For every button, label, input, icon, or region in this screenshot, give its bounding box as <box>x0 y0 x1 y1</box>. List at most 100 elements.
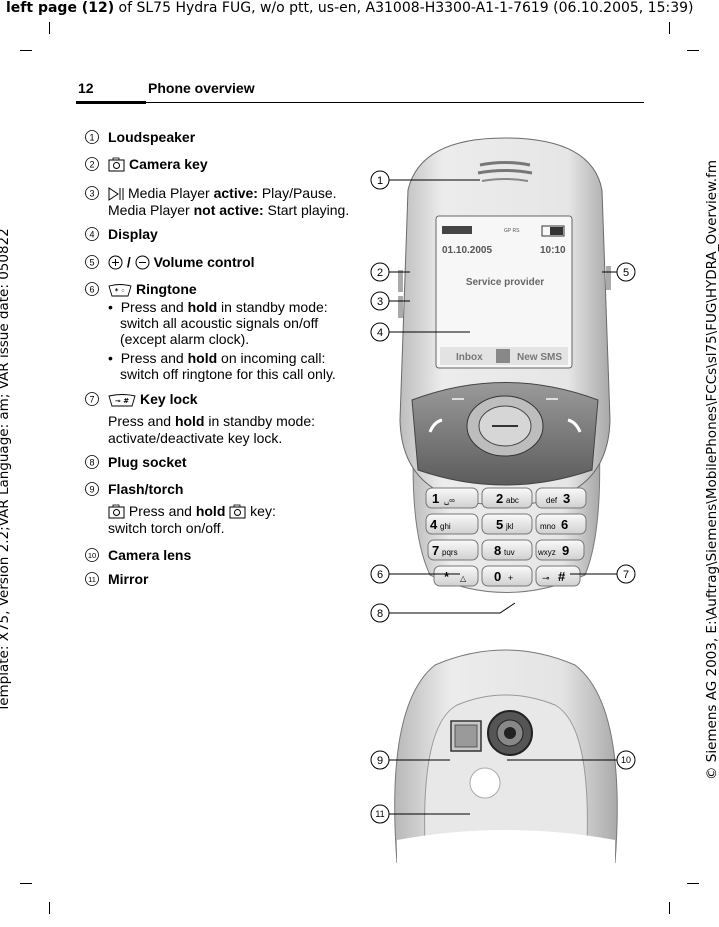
item-text-line2: Media Player not active: Start playing. <box>108 202 349 218</box>
circled-number: 2 <box>84 156 100 172</box>
svg-text:⊸: ⊸ <box>542 573 550 583</box>
crop-mark <box>20 883 32 884</box>
svg-text:wxyz: wxyz <box>537 548 556 557</box>
svg-text:5: 5 <box>623 267 629 279</box>
circled-number: 1 <box>84 129 100 145</box>
bullet-incoming-call: • Press and hold on incoming call: <box>108 350 326 366</box>
svg-text:9: 9 <box>377 755 383 767</box>
svg-text:abc: abc <box>506 496 519 505</box>
circled-number: 11 <box>84 571 100 587</box>
keypad: 1 ␣∞ 2 abc def 3 4 ghi 5 jkl mno 6 7 pqr… <box>425 487 587 587</box>
circled-number: 3 <box>84 185 100 201</box>
svg-text:4: 4 <box>430 517 438 532</box>
item-text-line: activate/deactivate key lock. <box>108 430 283 446</box>
svg-text:11: 11 <box>375 809 384 819</box>
item-text-part: key: <box>246 503 276 519</box>
camera-icon <box>108 157 125 176</box>
svg-text:⊸ #: ⊸ # <box>115 397 129 405</box>
item-text-part: Media Player <box>128 185 214 201</box>
item-text: Media Player active: Play/Pause. <box>108 185 337 205</box>
item-text-part: Play/Pause. <box>257 185 337 201</box>
item-text-bold: hold <box>187 350 218 366</box>
item-label: Display <box>108 226 158 242</box>
svg-text:7: 7 <box>432 543 439 558</box>
svg-text:10: 10 <box>621 755 631 765</box>
page-title: Phone overview <box>148 80 255 96</box>
svg-text:1: 1 <box>89 133 94 143</box>
softkey-left-label: Inbox <box>456 352 483 363</box>
svg-text:6: 6 <box>561 517 568 532</box>
crop-mark <box>49 22 50 34</box>
item-label: Key lock <box>140 391 198 407</box>
item-label: Volume control <box>153 254 255 270</box>
item-text-part: / <box>123 254 135 270</box>
header-rule <box>76 102 644 103</box>
svg-text:3: 3 <box>563 491 570 506</box>
svg-text:△: △ <box>460 574 467 583</box>
camera-icon <box>108 504 125 522</box>
svg-text:pqrs: pqrs <box>442 548 458 557</box>
item-text-line: (except alarm clock). <box>120 331 250 347</box>
item-text-part: Press and <box>120 350 188 366</box>
page-number: 12 <box>78 80 94 96</box>
svg-text:8: 8 <box>377 608 383 620</box>
svg-text:3: 3 <box>377 296 383 308</box>
svg-text:1: 1 <box>377 175 383 187</box>
camera-icon <box>229 504 246 522</box>
item-text-part: Press and <box>108 413 175 429</box>
item-label: Camera lens <box>108 547 192 563</box>
volume-up-icon <box>108 255 123 274</box>
callout-10 <box>616 750 636 770</box>
crop-mark <box>687 883 699 884</box>
camera-side-key <box>398 270 403 292</box>
svg-text:11: 11 <box>88 575 96 584</box>
item-label: Plug socket <box>108 454 187 470</box>
item-text-bold: hold <box>174 413 205 429</box>
svg-text:5: 5 <box>496 517 503 532</box>
item-text: / Volume control <box>108 254 255 274</box>
print-header-line: left page (12) of SL75 Hydra FUG, w/o pt… <box>6 0 694 16</box>
svg-text:4: 4 <box>377 327 383 339</box>
svg-text:8: 8 <box>89 458 94 468</box>
svg-text:2: 2 <box>377 267 383 279</box>
volume-side-key <box>606 266 611 290</box>
svg-text:mno: mno <box>540 522 556 531</box>
callout-4 <box>370 322 390 342</box>
svg-text:7: 7 <box>623 569 629 581</box>
key-lock-icon: ⊸ # <box>108 393 136 411</box>
svg-text:5: 5 <box>89 258 94 268</box>
softkey-right-label: New SMS <box>517 352 562 363</box>
svg-text:jkl: jkl <box>505 522 514 531</box>
svg-text:2: 2 <box>89 160 94 170</box>
media-side-key <box>398 296 403 318</box>
status-date: 01.10.2005 <box>442 245 492 256</box>
battery-level <box>550 227 563 235</box>
item-text-bold: not active: <box>193 202 264 218</box>
callout-6 <box>370 564 390 584</box>
item-text: * ◦Ringtone <box>108 281 197 301</box>
ringtone-key-icon: * ◦ <box>108 283 132 301</box>
header-rule-accent <box>76 101 146 104</box>
circled-number: 5 <box>84 254 100 270</box>
loudspeaker-grille <box>477 161 533 182</box>
svg-text:6: 6 <box>89 285 94 295</box>
svg-text:0: 0 <box>494 569 501 584</box>
item-text-line: switch all acoustic signals on/off <box>120 315 319 331</box>
end-key-icon <box>567 418 582 433</box>
item-text-bold: hold <box>187 299 218 315</box>
callout-3 <box>370 291 390 311</box>
crop-mark <box>669 902 670 914</box>
svg-text:ghi: ghi <box>440 522 451 531</box>
item-text-line: switch off ringtone for this call only. <box>120 366 336 382</box>
item-label: Flash/torch <box>108 481 184 497</box>
svg-text:1: 1 <box>432 491 439 506</box>
svg-text:9: 9 <box>562 543 569 558</box>
provider-text: Service provider <box>466 277 544 288</box>
menu-icon <box>496 349 510 363</box>
item-label: Mirror <box>108 571 149 587</box>
circled-number: 8 <box>84 454 100 470</box>
callout-11 <box>370 804 390 824</box>
item-text-part: Start playing. <box>263 202 350 218</box>
print-header-bold: left page (12) <box>6 0 115 16</box>
circled-number: 10 <box>84 547 100 563</box>
